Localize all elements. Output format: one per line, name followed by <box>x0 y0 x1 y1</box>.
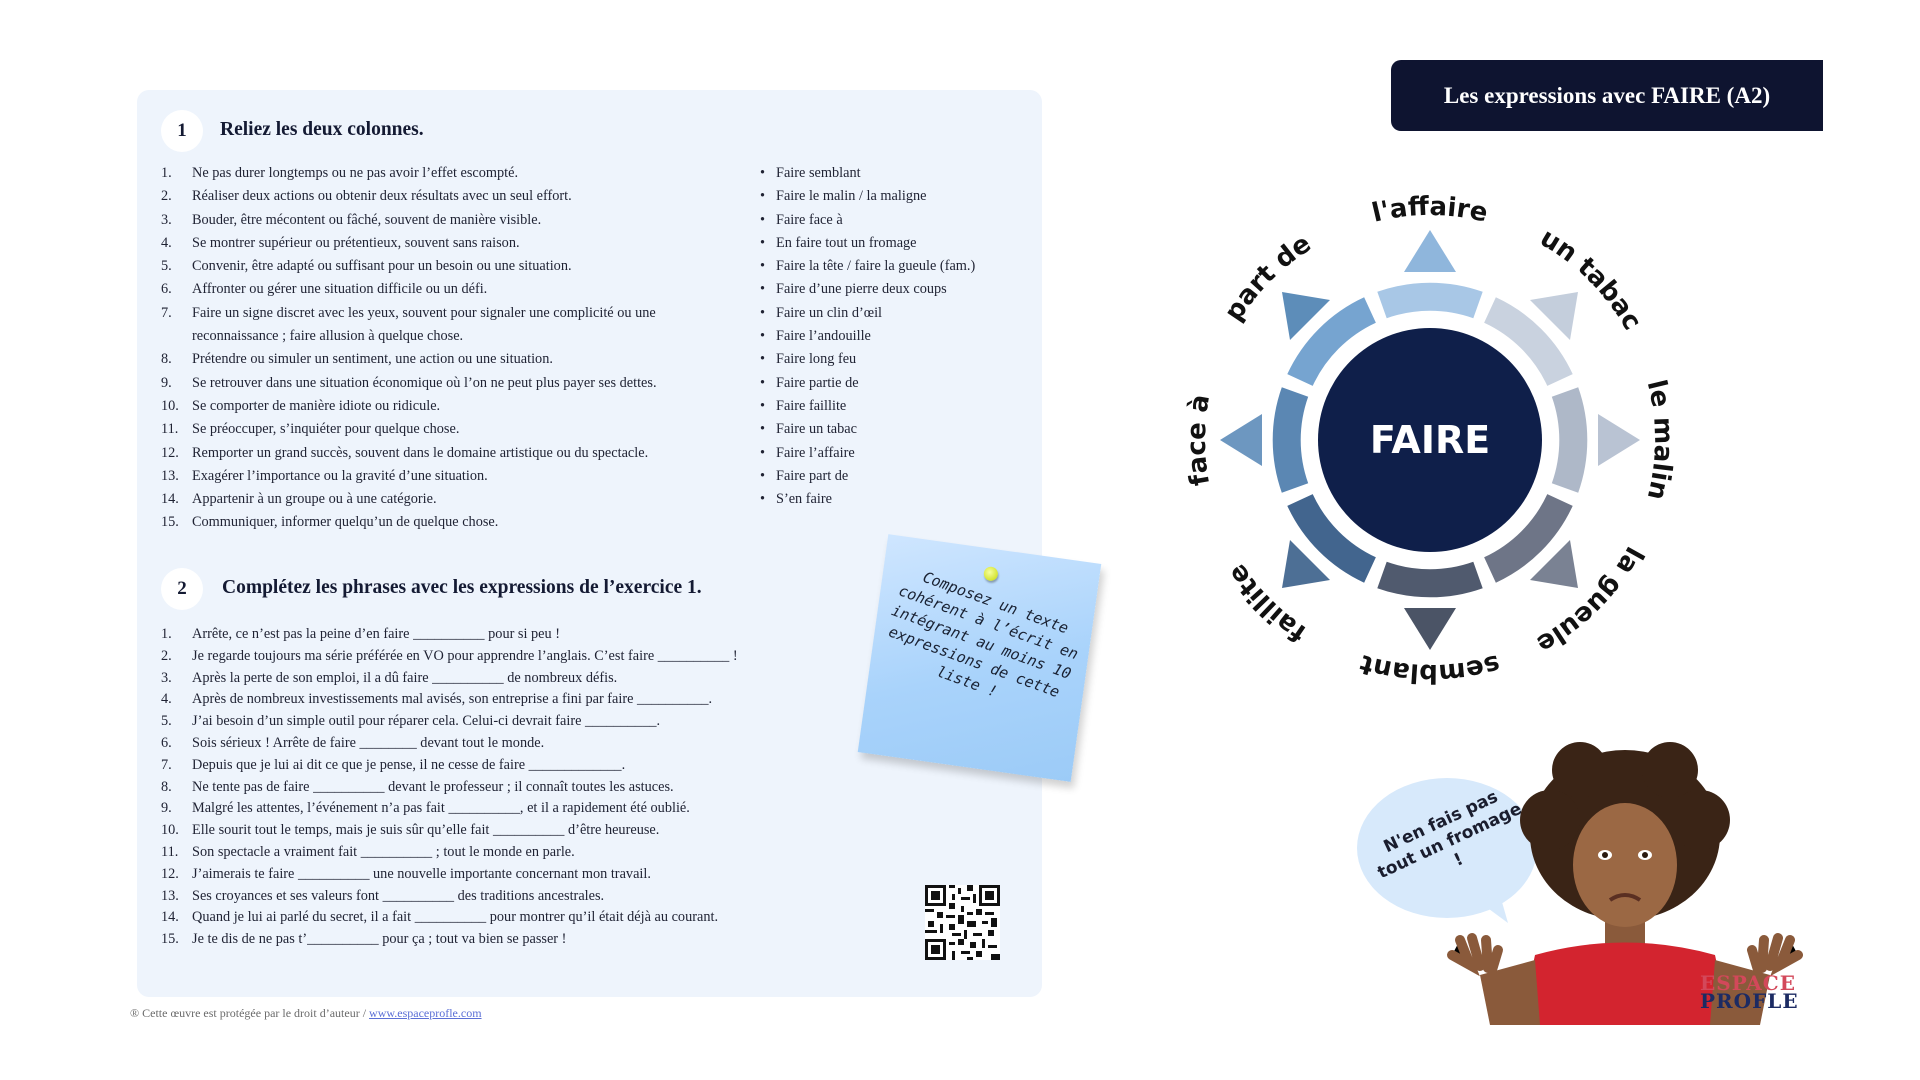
definition-item: 14.Appartenir à un groupe ou à une catég… <box>161 491 437 508</box>
expression-item: En faire tout un fromage <box>760 232 975 256</box>
expression-item: Faire part de <box>760 465 975 489</box>
wheel-center <box>1318 328 1542 552</box>
expressions-list: Faire semblant Faire le malin / la malig… <box>760 162 975 512</box>
wheel-label: un tabac <box>1530 216 1654 340</box>
definition-item: 13.Exagérer l’importance ou la gravité d… <box>161 467 488 484</box>
espace-profle-logo: ESPACE PROFLE <box>1700 971 1799 1013</box>
expression-item: Faire un clin d’œil <box>760 302 975 326</box>
definition-item: 1.Ne pas durer longtemps ou ne pas avoir… <box>161 165 519 181</box>
sticky-note-text: Composez un texte cohérent à l’écrit en … <box>886 567 1081 702</box>
expression-item: Faire d’une pierre deux coups <box>760 278 975 302</box>
speech-bubble <box>1357 778 1537 918</box>
exercise1-title: Reliez les deux colonnes. <box>220 119 424 140</box>
sentence-item: 14.Quand je lui ai parlé du secret, il a… <box>161 909 719 926</box>
definition-item: 15.Communiquer, informer quelqu’un de qu… <box>161 514 499 531</box>
qr-code-icon[interactable] <box>925 885 1000 960</box>
expression-item: Faire semblant <box>760 162 975 186</box>
sentence-item: 13.Ses croyances et ses valeurs font ___… <box>161 887 605 904</box>
sentence-item: 10.Elle sourit tout le temps, mais je su… <box>161 822 660 839</box>
wheel-label: le malin <box>1641 377 1679 503</box>
expression-item: Faire un tabac <box>760 418 975 442</box>
faire-wheel-diagram: FAIRE l'affaire un tabac le malin la gue… <box>1182 192 1679 688</box>
sentence-item: 8.Ne tente pas de faire __________ devan… <box>161 778 674 795</box>
copyright-text: ® Cette œuvre est protégée par le droit … <box>130 1006 370 1020</box>
expression-item: Faire long feu <box>760 348 975 372</box>
sentence-item: 3.Après la perte de son emploi, il a dû … <box>161 669 618 686</box>
website-link[interactable]: www.espaceprofle.com <box>369 1006 482 1020</box>
exercise2-number: 2 <box>161 568 203 610</box>
ring-segments <box>1272 282 1588 598</box>
wheel-label: l'affaire <box>1369 192 1490 229</box>
page-title: Les expressions avec FAIRE (A2) <box>1391 60 1823 131</box>
exercise2-title: Complétez les phrases avec les expressio… <box>222 577 702 598</box>
sentence-item: 12.J’aimerais te faire __________ une no… <box>161 865 651 882</box>
sentence-item: 4.Après de nombreux investissements mal … <box>161 691 713 708</box>
wheel-label: face à <box>1182 392 1216 487</box>
definition-item: 4.Se montrer supérieur ou prétentieux, s… <box>161 234 520 251</box>
sentence-item: 11.Son spectacle a vraiment fait _______… <box>161 843 575 860</box>
sentence-item: 15.Je te dis de ne pas t’__________ pour… <box>161 931 567 948</box>
definition-item: 2.Réaliser deux actions ou obtenir deux … <box>161 188 572 205</box>
expression-item: Faire le malin / la maligne <box>760 185 975 209</box>
definition-item: 12.Remporter un grand succès, souvent da… <box>161 444 649 461</box>
expression-item: Faire l’affaire <box>760 442 975 466</box>
push-pin-icon <box>982 565 999 582</box>
sentence-item: 2.Je regarde toujours ma série préférée … <box>161 647 738 664</box>
wheel-center-label: FAIRE <box>1370 418 1490 462</box>
sentence-item: 7.Depuis que je lui ai dit ce que je pen… <box>161 756 626 773</box>
definition-item: 8.Prétendre ou simuler un sentiment, une… <box>161 351 553 368</box>
sentences-list: 1.Arrête, ce n’est pas la peine d’en fai… <box>161 624 861 951</box>
expression-item: Faire faillite <box>760 395 975 419</box>
sentence-item: 1.Arrête, ce n’est pas la peine d’en fai… <box>161 626 561 642</box>
wheel-label: la gueule <box>1526 536 1657 667</box>
sentence-item: 5.J’ai besoin d’un simple outil pour rép… <box>161 713 661 730</box>
speech-bubble-tail <box>1470 895 1508 923</box>
definition-item: 6.Affronter ou gérer une situation diffi… <box>161 281 488 298</box>
definition-item: 3.Bouder, être mécontent ou fâché, souve… <box>161 211 542 228</box>
sticky-note: Composez un texte cohérent à l’écrit en … <box>857 534 1102 782</box>
sentence-item: 6.Sois sérieux ! Arrête de faire _______… <box>161 734 545 751</box>
compass-pointers <box>1220 230 1640 650</box>
wheel-label: semblant <box>1357 648 1504 688</box>
expression-item: Faire la tête / faire la gueule (fam.) <box>760 255 975 279</box>
expression-item: Faire face à <box>760 209 975 233</box>
exercise1-number: 1 <box>161 110 203 152</box>
definition-item: 5.Convenir, être adapté ou suffisant pou… <box>161 258 572 275</box>
confused-woman-illustration <box>1447 742 1803 1025</box>
definition-item: 11.Se préoccuper, s’inquiéter pour quelq… <box>161 421 460 438</box>
expression-item: S’en faire <box>760 488 975 512</box>
copyright-footer: ® Cette œuvre est protégée par le droit … <box>130 1006 482 1021</box>
sentence-item: 9.Malgré les attentes, l’événement n’a p… <box>161 800 690 817</box>
definitions-list: 1.Ne pas durer longtemps ou ne pas avoir… <box>161 162 731 535</box>
definition-item: 9.Se retrouver dans une situation économ… <box>161 374 657 391</box>
expression-item: Faire partie de <box>760 372 975 396</box>
definition-item: 7.Faire un signe discret avec les yeux, … <box>161 304 656 345</box>
expression-item: Faire l’andouille <box>760 325 975 349</box>
definition-item: 10.Se comporter de manière idiote ou rid… <box>161 397 441 414</box>
